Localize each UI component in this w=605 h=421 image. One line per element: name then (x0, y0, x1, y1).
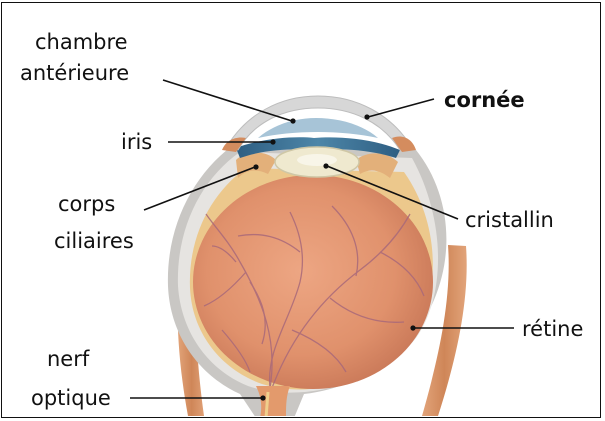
label-cornee: cornée (444, 86, 525, 114)
label-corps-ciliaires-line1: corps (58, 190, 115, 218)
retina-globe (193, 175, 433, 389)
label-iris: iris (121, 128, 152, 156)
label-nerf-optique-line2: optique (31, 384, 111, 412)
label-cristallin: cristallin (465, 206, 554, 234)
label-chambre-anterieure-line1: chambre (35, 28, 128, 56)
label-chambre-anterieure-line2: antérieure (20, 59, 129, 87)
label-retine: rétine (522, 315, 583, 343)
label-corps-ciliaires-line2: ciliaires (54, 227, 134, 255)
label-nerf-optique-line1: nerf (47, 345, 89, 373)
optic-nerve (256, 386, 290, 418)
anterior-chamber-shape (258, 118, 378, 138)
